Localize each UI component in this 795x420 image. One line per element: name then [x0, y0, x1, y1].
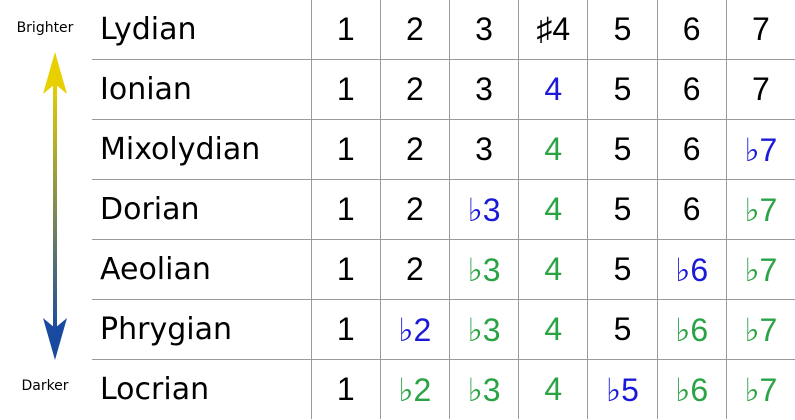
- scale-degree-1: 1: [311, 299, 381, 360]
- mode-name: Lydian: [92, 0, 312, 60]
- scale-degree-5: 5: [587, 59, 658, 120]
- scale-degree-7: 7: [726, 0, 795, 60]
- scale-degree-7: 7: [726, 59, 795, 120]
- scale-degree-2: ♭2: [380, 299, 450, 360]
- brighter-label: Brighter: [16, 20, 74, 36]
- scale-degree-2: 2: [380, 0, 450, 60]
- scale-degree-4: 4: [518, 299, 589, 360]
- scale-degree-4: 4: [518, 179, 589, 240]
- mode-name: Locrian: [92, 359, 312, 419]
- scale-degree-3: ♭3: [449, 359, 520, 419]
- scale-degree-5: 5: [587, 299, 658, 360]
- scale-degree-3: 3: [449, 0, 520, 60]
- scale-degree-5: 5: [587, 0, 658, 60]
- mode-name: Aeolian: [92, 239, 312, 300]
- scale-degree-4: 4: [518, 239, 589, 300]
- scale-degree-3: 3: [449, 59, 520, 120]
- scale-degree-7: ♭7: [726, 119, 795, 180]
- scale-degree-6: 6: [657, 0, 727, 60]
- scale-degree-7: ♭7: [726, 179, 795, 240]
- scale-degree-2: 2: [380, 179, 450, 240]
- scale-degree-5: 5: [587, 239, 658, 300]
- mode-name: Mixolydian: [92, 119, 312, 180]
- mode-name: Dorian: [92, 179, 312, 240]
- scale-degree-6: 6: [657, 179, 727, 240]
- scale-degree-3: ♭3: [449, 299, 520, 360]
- scale-degree-6: 6: [657, 119, 727, 180]
- darker-label: Darker: [21, 378, 69, 394]
- scale-degree-7: ♭7: [726, 239, 795, 300]
- scale-degree-4: 4: [518, 359, 589, 419]
- scale-degree-2: 2: [380, 59, 450, 120]
- scale-degree-2: 2: [380, 119, 450, 180]
- scale-degree-3: 3: [449, 119, 520, 180]
- scale-degree-7: ♭7: [726, 299, 795, 360]
- mode-name: Phrygian: [92, 299, 312, 360]
- brightness-arrow-icon: [43, 52, 67, 360]
- scale-degree-1: 1: [311, 239, 381, 300]
- scale-degree-5: 5: [587, 119, 658, 180]
- scale-degree-6: ♭6: [657, 299, 727, 360]
- scale-degree-6: ♭6: [657, 239, 727, 300]
- scale-degree-3: ♭3: [449, 179, 520, 240]
- scale-degree-4: 4: [518, 119, 589, 180]
- scale-degree-5: ♭5: [587, 359, 658, 419]
- mode-name: Ionian: [92, 59, 312, 120]
- scale-degree-1: 1: [311, 359, 381, 419]
- scale-degree-3: ♭3: [449, 239, 520, 300]
- scale-degree-2: 2: [380, 239, 450, 300]
- scale-degree-5: 5: [587, 179, 658, 240]
- scale-degree-7: ♭7: [744, 371, 778, 408]
- scale-degree-1: 1: [311, 0, 381, 60]
- scale-degree-1: 1: [311, 119, 381, 180]
- scale-degree-2: ♭2: [380, 359, 450, 419]
- scale-degree-1: 1: [311, 59, 381, 120]
- scale-degree-1: 1: [311, 179, 381, 240]
- scale-degree-4: ♯4: [518, 0, 589, 60]
- scale-degree-6: ♭6: [657, 359, 727, 419]
- scale-degree-6: 6: [657, 59, 727, 120]
- scale-degree-4: 4: [518, 59, 589, 120]
